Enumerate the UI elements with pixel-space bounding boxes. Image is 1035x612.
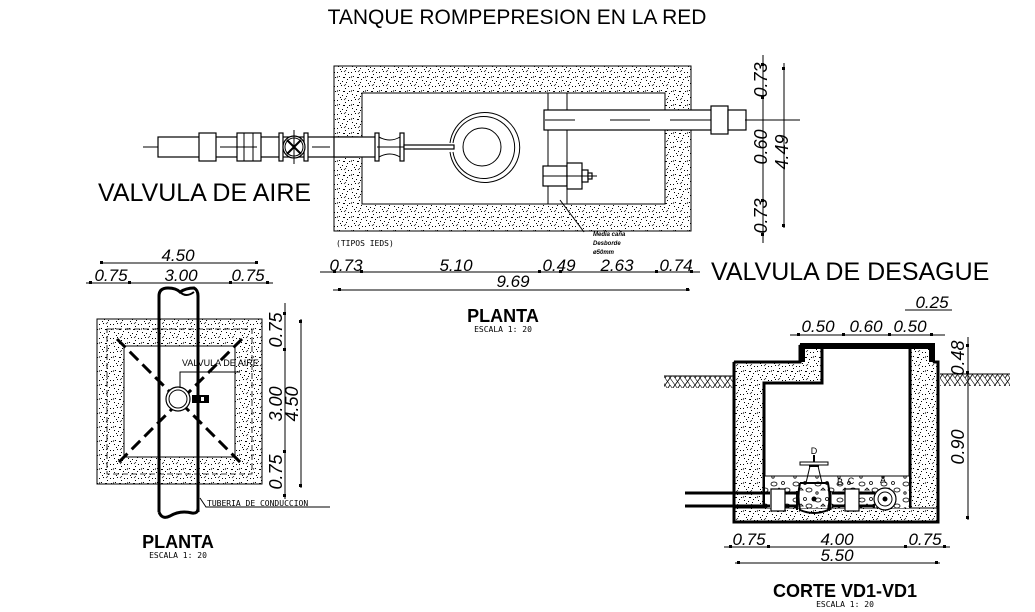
dim-divider: 0.49 [542,256,576,275]
section-tag-d: D [811,446,818,456]
cover-cross-line-2 [115,337,244,466]
soil-right [940,374,1010,386]
float-arm [403,144,455,150]
dim-av-v-bottom: 0.75 [266,454,286,490]
air-valve-plan-scale: ESCALA 1: 20 [149,551,207,560]
section-scale: ESCALA 1: 20 [816,600,874,609]
dim-sec-top-1: 0.50 [801,317,835,336]
air-valve-plan-view: 4.50 0.75 3.00 0.75 VALVULA DE AIRE [86,246,330,560]
air-valve-plan-caption: PLANTA [142,532,214,552]
dim-sec-total: 5.50 [820,546,854,565]
overflow-leader-line [559,199,585,233]
section-tag-a: A [880,475,886,485]
section-top-dimensions: 0.50 0.60 0.50 0.25 [790,293,952,336]
drain-valve-label: VALVULA DE DESAGUE [711,258,989,286]
dim-av-v-top: 0.75 [266,312,286,348]
pipe-union-right [844,488,860,512]
air-valve-horizontal-dimensions: 4.50 0.75 3.00 0.75 [86,246,273,285]
drain-valve-section-view: 0.50 0.60 0.50 0.25 [664,293,1010,609]
main-plan-scale: ESCALA 1: 20 [474,325,532,334]
dim-sec-top-extra: 0.25 [915,293,949,312]
overflow-note-3: ø50mm [593,250,615,256]
drain-valve-plan-icon [542,162,597,190]
section-bottom-dimensions: 0.75 4.00 0.75 5.50 [724,530,950,565]
conduction-pipe-label: TUBERIA DE CONDUCCION [207,499,308,508]
dim-v-pipe: 0.60 [751,129,771,164]
dim-sec-top-2: 0.60 [849,317,883,336]
dim-av-v-total: 4.50 [282,386,302,421]
overflow-note-2: Desborde [593,241,621,247]
plan-note-types: (TIPOS IEDS) [336,239,394,248]
main-plan-view: Media caña Desborde ø50mm (TIPOS IEDS) 0… [143,55,800,334]
dim-av-v-interior: 3.00 [266,386,286,421]
dim-sec-wall-left: 0.75 [732,530,766,549]
section-tag-c: C [848,476,855,486]
section-base-slab [733,507,939,523]
conduction-pipe [157,286,200,519]
cover-cross-line-1 [115,337,244,466]
dim-wall-right: 0.74 [659,256,692,275]
air-valve-cover-outline [106,328,253,475]
dim-chamber-2: 2.63 [599,256,634,275]
dim-av-wall-left: 0.75 [94,266,128,285]
dim-av-wall-right: 0.75 [231,266,265,285]
dim-sec-top-3: 0.50 [893,317,927,336]
air-valve-icon [165,371,240,412]
dim-chamber-1: 5.10 [439,256,473,275]
section-cover-lid [800,343,935,362]
dresser-coupling-icon [374,132,410,162]
air-valve-tag: VALVULA DE AIRE [182,358,259,368]
section-tag-b: B [837,477,843,487]
gate-valve-icon [278,130,309,164]
dim-v-total: 4.49 [772,134,792,169]
dim-total-length: 9.69 [496,272,530,291]
main-plan-vertical-dimensions: 0.73 0.60 0.73 4.49 [745,55,800,243]
dim-v-wall-bottom: 0.73 [751,198,771,233]
dim-av-total-width: 4.50 [161,246,195,265]
dim-sec-interior: 4.00 [820,530,854,549]
dim-sec-v-depth: 0.90 [948,429,968,464]
overflow-note-1: Media caña [593,232,626,238]
pipe-coupling [198,132,217,162]
main-plan-horizontal-dimensions: 0.73 5.10 0.49 2.63 0.74 9.69 [320,256,700,291]
drain-pipe-assembly [685,455,897,514]
dim-wall-left: 0.73 [329,256,363,275]
valve-handwheel [799,461,829,466]
air-valve-label: VALVULA DE AIRE [98,179,311,207]
dim-av-interior: 3.00 [164,266,198,285]
air-valve-vertical-dimensions: 0.75 3.00 0.75 4.50 [266,303,302,499]
inlet-pipeline [143,130,455,164]
main-plan-caption: PLANTA [467,306,539,326]
dim-sec-wall-right: 0.75 [908,530,942,549]
drawing-title: TANQUE ROMPEPRESION EN LA RED [328,6,707,29]
section-vertical-dimensions: 0.48 0.90 [948,337,969,520]
section-caption: CORTE VD1-VD1 [773,581,917,601]
outlet-coupling [710,105,729,135]
pipe-leader-line [199,497,330,508]
pipe-union-left [770,488,786,512]
dim-v-wall-top: 0.73 [751,62,771,97]
float-valve-icon [449,112,521,183]
overflow-drain-assembly [542,93,747,233]
soil-left [664,376,734,388]
section-wall-right [909,344,939,521]
tank-wall-concrete [333,65,692,232]
dim-sec-v-top: 0.48 [948,340,968,375]
